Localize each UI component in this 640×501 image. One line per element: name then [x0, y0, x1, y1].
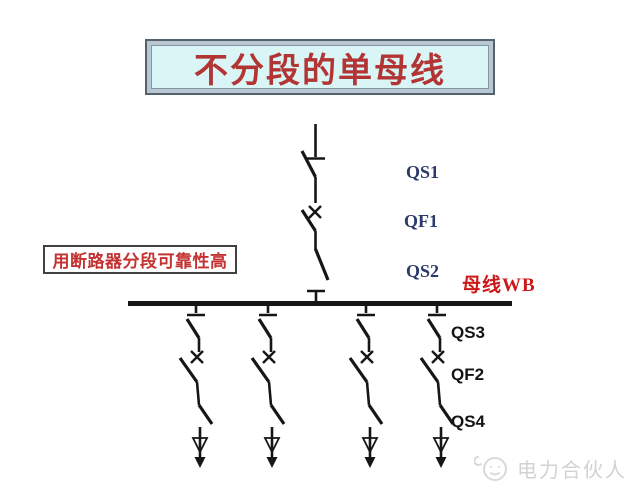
- annotation-text: 用断路器分段可靠性高: [52, 252, 228, 271]
- annotation-box: 用断路器分段可靠性高: [43, 245, 237, 274]
- title-banner-inner: 不分段的单母线: [151, 45, 489, 90]
- label-qs4: QS4: [451, 412, 486, 431]
- label-qs2: QS2: [406, 261, 440, 281]
- label-qf1: QF1: [404, 211, 438, 231]
- label-qf2: QF2: [451, 365, 485, 384]
- outgoing-feeder-1: [178, 299, 214, 470]
- qs2-disconnector-blade: [314, 248, 330, 281]
- outgoing-feeder-4: [419, 299, 455, 470]
- qf1-breaker-blade: [300, 209, 317, 232]
- slide-title: 不分段的单母线: [194, 52, 446, 90]
- watermark-text: 电力合伙人: [517, 459, 627, 482]
- qs1-disconnector-blade: [300, 150, 317, 178]
- outgoing-feeder-3: [348, 299, 384, 470]
- qf1-breaker-x-icon: [308, 205, 322, 219]
- label-qs1: QS1: [406, 162, 440, 182]
- label-qs3: QS3: [451, 323, 486, 342]
- watermark: 电力合伙人: [474, 451, 627, 485]
- outgoing-feeder-2: [250, 299, 286, 470]
- title-banner: 不分段的单母线: [145, 39, 495, 95]
- incoming-feeder: [300, 124, 330, 303]
- label-busbar-wb: 母线WB: [462, 275, 536, 296]
- smiley-face-logo-icon: [474, 456, 507, 481]
